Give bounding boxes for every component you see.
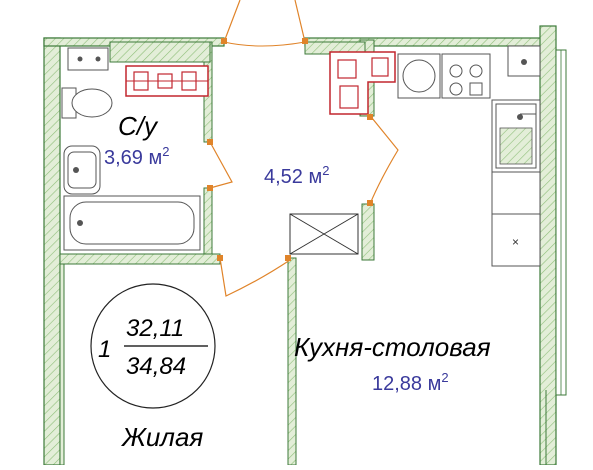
bathroom-door xyxy=(209,141,233,189)
kitchen-area: 12,88 м2 xyxy=(372,370,449,395)
bathroom-label: С/у xyxy=(118,111,159,141)
bathroom-fixtures xyxy=(61,47,201,251)
bathroom-area: 3,69 м2 xyxy=(104,144,169,169)
room-labels: С/у 3,69 м2 4,52 м2 Кухня-столовая 12,88… xyxy=(104,111,491,452)
sink-icon xyxy=(63,145,101,195)
entrance-door xyxy=(223,0,306,43)
svg-text:×: × xyxy=(512,235,519,249)
bathtub-icon xyxy=(63,195,201,251)
vent-shaft-kitchen xyxy=(329,51,396,115)
wall-bath-right-low xyxy=(203,187,213,259)
living-area-value: 32,11 xyxy=(126,315,184,342)
total-area-value: 34,84 xyxy=(126,353,186,380)
washer-icon xyxy=(397,53,441,99)
kitchen-fixtures: × xyxy=(289,45,541,267)
living-door xyxy=(219,257,291,297)
kitchen-sink-icon xyxy=(495,103,537,169)
unit-badge: 1 32,11 34,84 xyxy=(90,283,216,409)
washbasin-top xyxy=(67,47,109,71)
rooms-count: 1 xyxy=(98,336,111,363)
toilet-icon xyxy=(61,87,113,119)
wall-right xyxy=(539,25,557,466)
door-swings xyxy=(207,0,399,297)
vent-shafts xyxy=(125,51,396,115)
stove-icon xyxy=(441,53,491,99)
hallway-area: 4,52 м2 xyxy=(264,163,329,188)
wall-bath-bottom xyxy=(59,253,221,265)
duct-cross-icon xyxy=(289,213,359,255)
living-label: Жилая xyxy=(120,422,203,452)
kitchen-door xyxy=(369,117,399,205)
wall-left xyxy=(43,37,61,466)
kitchen-label: Кухня-столовая xyxy=(294,332,491,362)
